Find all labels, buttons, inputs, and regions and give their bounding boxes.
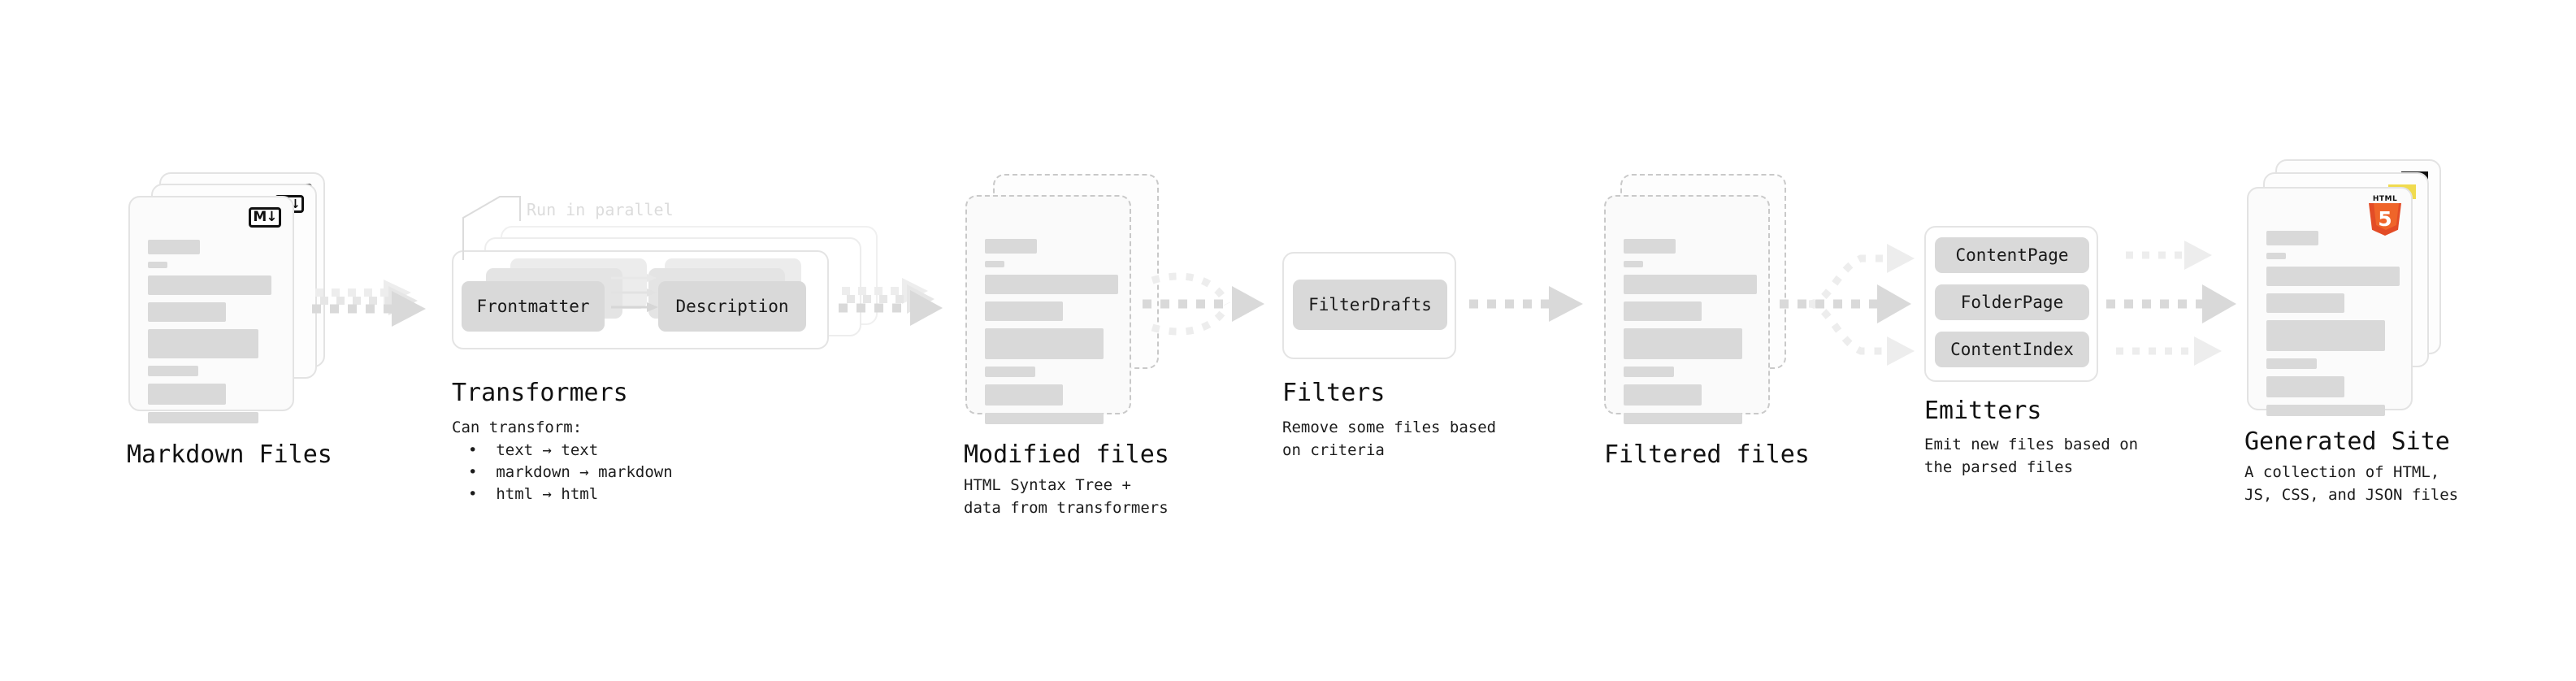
arrow-markdown-to-transformers: [312, 280, 426, 327]
transformers-bullet-0: • text → text: [468, 441, 599, 459]
filtered-files-title: Filtered files: [1604, 440, 1810, 469]
emitters-chip-contentindex[interactable]: ContentIndex: [1935, 332, 2089, 367]
generated-site-skeleton: [2266, 231, 2400, 423]
emitters-chip-contentpage[interactable]: ContentPage: [1935, 237, 2089, 273]
modified-files-title: Modified files: [964, 440, 1169, 469]
transformers-subtitle: Can transform:: [452, 419, 583, 436]
filters-subtitle: Remove some files based on criteria: [1282, 419, 1497, 459]
modified-file-sheet-front: [965, 195, 1131, 424]
emitters-chip-folderpage[interactable]: FolderPage: [1935, 284, 2089, 320]
run-in-parallel-note: Run in parallel: [527, 200, 674, 219]
markdown-files-title: Markdown Files: [127, 440, 332, 469]
transformers-bullet-1: • markdown → markdown: [468, 463, 673, 481]
generated-site-subtitle: A collection of HTML, JS, CSS, and JSON …: [2244, 463, 2459, 504]
transformers-chip-frontmatter[interactable]: Frontmatter: [462, 281, 605, 332]
filters-title: Filters: [1282, 379, 1386, 407]
generated-site-sheet-front: HTML 5: [2247, 187, 2413, 416]
transformers-bullet-2: • html → html: [468, 485, 599, 503]
transformers-chip-description[interactable]: Description: [658, 281, 806, 332]
arrow-filtered-to-emitters: [1780, 244, 1915, 366]
transformers-title: Transformers: [452, 379, 628, 407]
arrow-modified-to-filters: [1143, 272, 1264, 336]
html5-icon: HTML 5: [2367, 195, 2403, 236]
filtered-file-sheet-front: [1604, 195, 1770, 424]
arrow-filters-to-filtered: [1469, 286, 1583, 322]
modified-file-skeleton: [985, 239, 1118, 432]
transformers-bullet-0-label: text → text: [496, 441, 599, 459]
transformers-bullet-1-label: markdown → markdown: [496, 463, 673, 481]
modified-files-subtitle: HTML Syntax Tree + data from transformer…: [964, 476, 1169, 517]
emitters-title: Emitters: [1924, 397, 2042, 425]
markdown-icon: M↓: [249, 207, 281, 228]
arrow-emitters-to-site: [2106, 241, 2236, 366]
generated-site-title: Generated Site: [2244, 427, 2450, 456]
markdown-file-sheet-front: M↓: [128, 196, 294, 423]
filters-chip-filterdrafts[interactable]: FilterDrafts: [1293, 280, 1447, 330]
html5-icon-label: HTML: [2372, 195, 2398, 203]
markdown-file-skeleton: [148, 240, 278, 431]
transformers-bullet-2-label: html → html: [496, 485, 599, 503]
emitters-subtitle: Emit new files based on the parsed files: [1924, 436, 2139, 476]
filtered-file-skeleton: [1624, 239, 1757, 432]
